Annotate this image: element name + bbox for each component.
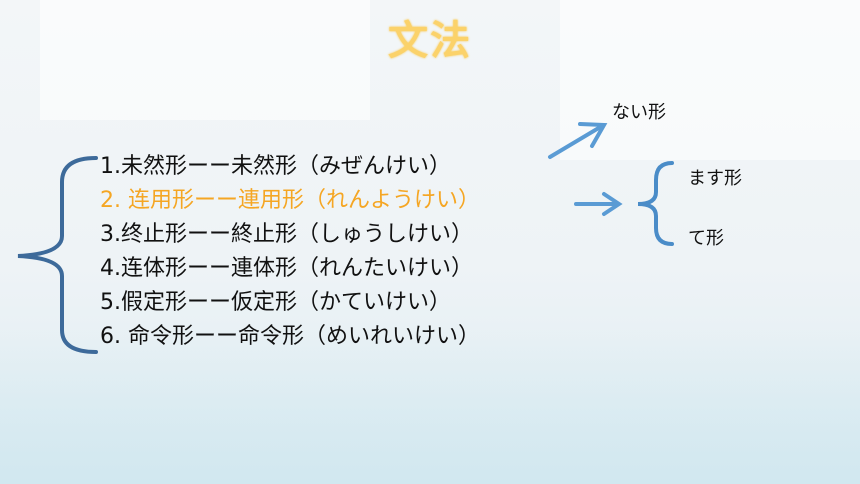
arrow-to-nai (548, 122, 608, 159)
small-brace (637, 161, 674, 246)
form-row-rentai: 4.连体形ーー連体形（れんたいけい） (100, 256, 473, 281)
form-row-katei: 5.假定形ーー仮定形（かていけい） (100, 290, 451, 315)
label-te-form: て形 (688, 228, 724, 249)
background-panel-right (560, 0, 860, 160)
label-nai-form: ない形 (612, 102, 666, 123)
arrow-to-renyou (574, 192, 623, 216)
label-masu-form: ます形 (688, 168, 742, 189)
form-row-shuushi: 3.终止形ーー終止形（しゅうしけい） (100, 222, 473, 247)
slide-title: 文法 (388, 18, 472, 64)
main-brace (17, 156, 98, 354)
form-row-renyou: 2. 连用形ーー連用形（れんようけい） (100, 188, 480, 213)
background-panel-left (40, 0, 370, 120)
background-floor (0, 330, 860, 484)
form-row-meirei: 6. 命令形ーー命令形（めいれいけい） (100, 324, 480, 349)
conjugation-form-list: 1.未然形ーー未然形（みぜんけい） 2. 连用形ーー連用形（れんようけい） 3.… (100, 150, 480, 354)
form-row-mizen: 1.未然形ーー未然形（みぜんけい） (100, 154, 451, 179)
